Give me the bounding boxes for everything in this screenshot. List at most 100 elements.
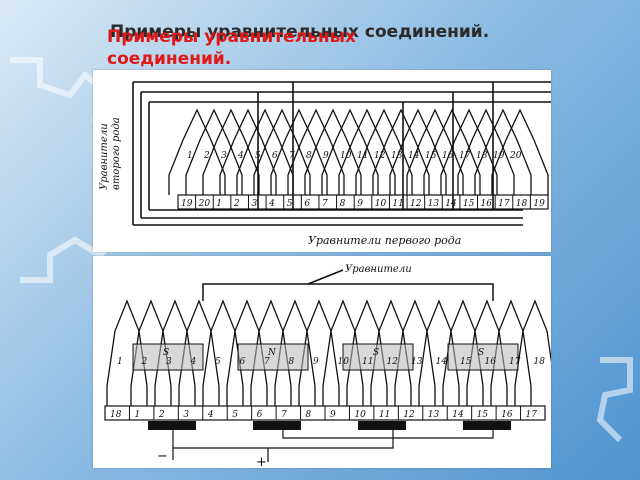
bottom-coil-outline [106,299,148,406]
pole-label: S [373,348,379,358]
commutator-number: 20 [198,199,211,209]
coil-outline [287,108,345,195]
bottom-coil-outline [202,299,244,406]
commutator-number: 18 [516,199,528,209]
bottom-coil-outline [226,299,268,406]
bottom-commutator-number: 9 [330,410,336,420]
coil-outline [440,108,498,195]
bottom-commutator-number: 4 [207,410,214,420]
coil-outline [491,108,549,195]
slide-title: Примеры уравнительных соединений. [107,27,356,69]
slot-number: 1 [117,357,123,367]
coil-outline [270,108,328,195]
coil-outline [168,108,226,195]
commutator-number: 16 [481,199,493,209]
bottom-coil-group [106,299,551,406]
bottom-commutator-number: 5 [232,410,238,420]
slot-number: 17 [509,357,521,367]
coil-number: 1 [187,151,193,161]
bottom-coil-outline [154,299,196,406]
coil-number: 12 [374,151,386,161]
slot-number: 3 [166,357,172,367]
coil-outline [355,108,413,195]
coil-number: 3 [221,151,227,161]
commutator-strip [177,194,549,210]
bottom-coil-outline [130,299,172,406]
slot-number: 18 [534,357,546,367]
coil-number: 4 [237,151,244,161]
coil-group [168,108,549,195]
slot-number: 8 [289,357,295,367]
coil-outline [321,108,379,195]
coil-number: 5 [255,151,261,161]
coil-number: 11 [357,151,368,161]
commutator-number: 11 [392,199,403,209]
coil-outline [389,108,447,195]
pole-label: N [267,348,277,358]
coil-outline [304,108,362,195]
slot-number: 2 [141,357,148,367]
slot-number: 6 [240,357,246,367]
coil-outline [372,108,430,195]
pole-shoe [132,343,204,371]
left-label-line-1: Уравнители [99,123,110,190]
commutator-number: 7 [322,199,328,209]
pole-shoe [237,343,309,371]
bottom-coil-outline [418,299,460,406]
bottom-label: Уравнители первого рода [308,234,461,247]
slot-number: 15 [460,357,472,367]
slot-number: 14 [436,357,448,367]
commutator-number: 4 [268,199,275,209]
bottom-commutator-number: 17 [526,410,538,420]
bottom-commutator-number: 6 [257,410,263,420]
coil-number: 19 [493,151,505,161]
commutator-number: 15 [463,199,475,209]
coil-number: 13 [391,151,403,161]
brush-group [148,421,511,430]
pole-shoe [342,343,414,371]
bottom-commutator-number: 1 [134,410,140,420]
coil-outline [236,108,294,195]
bottom-commutator-number: 15 [477,410,489,420]
bottom-commutator-number: 16 [501,410,513,420]
bottom-coil-outline [178,299,220,406]
bottom-coil-outline [346,299,388,406]
bottom-commutator-number: 18 [110,410,122,420]
pole-label: S [163,348,169,358]
slot-number: 12 [387,357,399,367]
commutator-number: 9 [357,199,363,209]
commutator-number: 1 [216,199,222,209]
bottom-commutator-number: 2 [158,410,165,420]
coil-outline [185,108,243,195]
coil-outline [406,108,464,195]
commutator-number: 10 [375,199,387,209]
bottom-coil-outline [370,299,412,406]
bottom-commutator-number: 10 [354,410,366,420]
commutator-number: 13 [428,199,440,209]
coil-number: 8 [306,151,312,161]
brush [463,421,511,430]
slot-number: 11 [362,357,373,367]
terminal-minus: − [157,449,168,464]
bottom-coil-outline [322,299,364,406]
coil-outline [423,108,481,195]
coil-outline [253,108,311,195]
coil-number: 6 [272,151,278,161]
coil-outline [338,108,396,195]
commutator-number: 6 [304,199,310,209]
coil-number: 7 [289,151,295,161]
coil-outline [457,108,515,195]
coil-number: 10 [340,151,352,161]
brush [253,421,301,430]
slot-number: 4 [190,357,197,367]
brush [358,421,406,430]
bottom-commutator-number: 14 [452,410,464,420]
coil-number: 20 [509,151,522,161]
equalizer-bracket [202,269,494,301]
